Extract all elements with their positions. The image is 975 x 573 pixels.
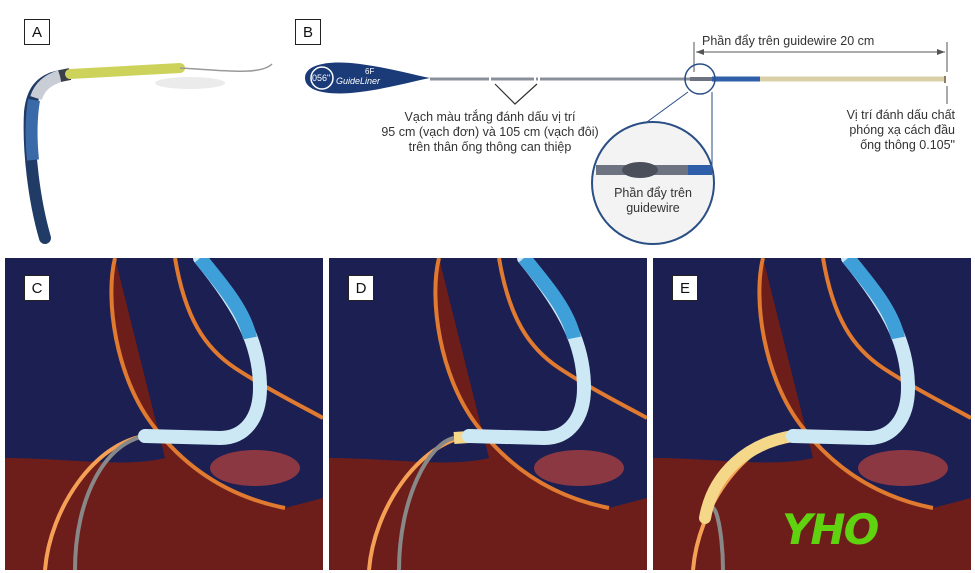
panel-c: C (5, 258, 323, 570)
catheter-french-text: 6F (365, 67, 375, 76)
panel-label-a: A (24, 19, 50, 45)
catheter-brand-text: GuideLiner (336, 76, 381, 86)
yho-watermark-logo: YHO (782, 505, 879, 554)
catheter-size-text: 056" (312, 73, 331, 83)
radio-marker-line1: Vị trí đánh dấu chất (846, 108, 955, 122)
panel-e: E (653, 258, 971, 570)
marker-label-line1: Vạch màu trắng đánh dấu vị trí (404, 110, 576, 124)
panel-d: D (329, 258, 647, 570)
radio-marker-line2: phóng xạ cách đầu (849, 123, 955, 137)
marker-label-line2: 95 cm (vạch đơn) và 105 cm (vạch đôi) (381, 125, 599, 139)
radio-marker-line3: ống thông 0.105" (860, 138, 955, 152)
panel-label-e: E (672, 275, 698, 301)
panel-label-b: B (295, 19, 321, 45)
panel-c-illustration (5, 258, 323, 570)
panel-e-illustration (653, 258, 971, 570)
panel-b-device (305, 42, 948, 245)
pusher-length-label: Phần đẩy trên guidewire 20 cm (702, 34, 875, 48)
marker-label-line3: trên thân ống thông can thiệp (408, 140, 572, 154)
zoom-label-line2: guidewire (626, 201, 680, 215)
panel-a-catheter (23, 63, 273, 244)
panel-d-illustration (329, 258, 647, 570)
panel-label-d: D (348, 275, 374, 301)
zoom-label-line1: Phần đẩy trên (614, 186, 692, 200)
panel-label-c: C (24, 275, 50, 301)
